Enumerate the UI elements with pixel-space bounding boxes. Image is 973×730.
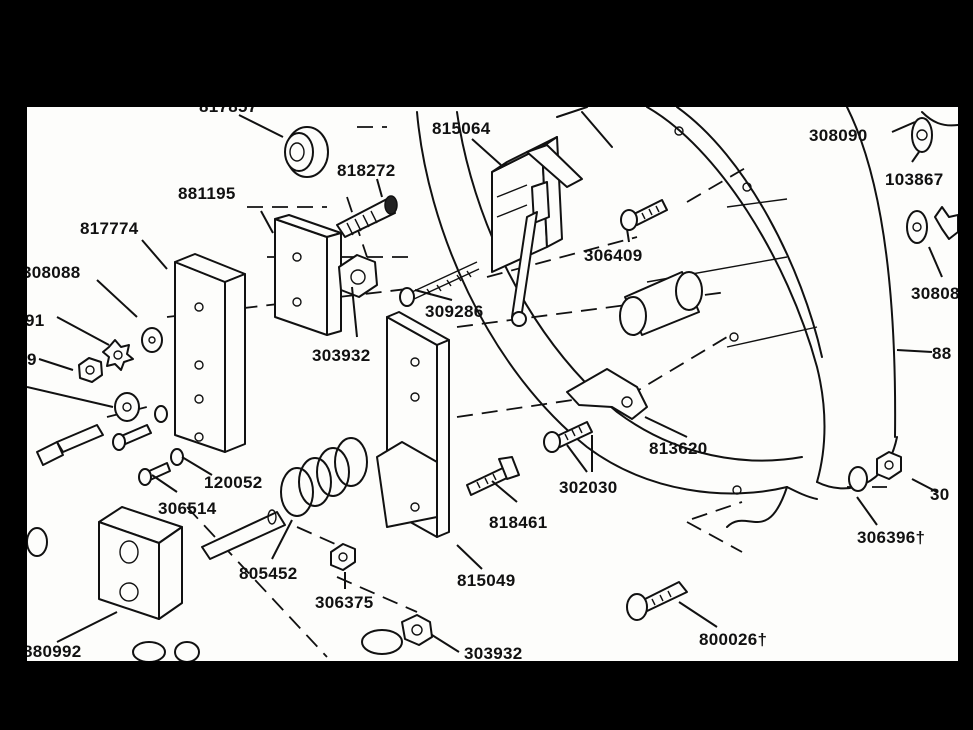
- label-308090: 308090: [809, 126, 868, 145]
- screw-306409: [620, 199, 668, 231]
- plate-881195: [274, 214, 342, 336]
- label-309286: 309286: [425, 302, 484, 321]
- label-88: 88: [932, 344, 952, 363]
- bracket-813620: [566, 368, 648, 420]
- label-818272: 818272: [337, 161, 396, 180]
- label-120052: 120052: [204, 473, 263, 492]
- label-818461: 818461: [489, 513, 548, 532]
- label-306514: 306514: [158, 499, 217, 518]
- label-817857: 817857: [199, 107, 258, 116]
- label-30: 30: [930, 485, 950, 504]
- screw-309286: [399, 261, 480, 307]
- part-labels: 817857 815064 308090 818272 103867 88119…: [27, 107, 958, 661]
- motor-housing: [416, 107, 958, 528]
- label-9: 9: [27, 350, 37, 369]
- label-306409: 306409: [584, 246, 643, 265]
- label-881195: 881195: [178, 184, 236, 203]
- nut-306375: [330, 543, 356, 571]
- label-306396: 306396†: [857, 528, 925, 547]
- exploded-parts-diagram: 817857 815064 308090 818272 103867 88119…: [27, 107, 958, 661]
- block-817774: [174, 253, 246, 453]
- label-302030: 302030: [559, 478, 618, 497]
- screw-302030: [543, 421, 593, 453]
- diagram-frame: 817857 815064 308090 818272 103867 88119…: [27, 107, 958, 661]
- label-91: 91: [27, 311, 45, 330]
- label-303932-lower: 303932: [464, 644, 523, 661]
- pulley-817857: [284, 126, 329, 178]
- bracket-880992: [98, 506, 183, 620]
- label-880992: 880992: [27, 642, 82, 661]
- spring-805452: [280, 437, 368, 517]
- label-306375: 306375: [315, 593, 374, 612]
- label-805452: 805452: [239, 564, 298, 583]
- label-817774: 817774: [80, 219, 139, 238]
- label-308088: 308088: [27, 263, 81, 282]
- stud-818272: [336, 195, 398, 238]
- label-813620: 813620: [649, 439, 708, 458]
- leader-lines: [27, 114, 943, 653]
- label-815064: 815064: [432, 119, 491, 138]
- bushing: [619, 271, 703, 336]
- label-800026: 800026†: [699, 630, 767, 649]
- right-hardware: [848, 117, 958, 492]
- label-30808: 30808: [911, 284, 958, 303]
- label-103867: 103867: [885, 170, 944, 189]
- microswitch-815064: [491, 136, 583, 327]
- nut-303932: [338, 254, 378, 298]
- left-hardware: [27, 327, 184, 557]
- label-815049: 815049: [457, 571, 516, 590]
- screw-800026: [626, 581, 688, 621]
- shaft: [201, 509, 286, 560]
- bottom-hardware: [132, 614, 433, 661]
- screw-818461: [466, 456, 520, 496]
- label-303932-upper: 303932: [312, 346, 371, 365]
- bracket-815049: [376, 311, 450, 538]
